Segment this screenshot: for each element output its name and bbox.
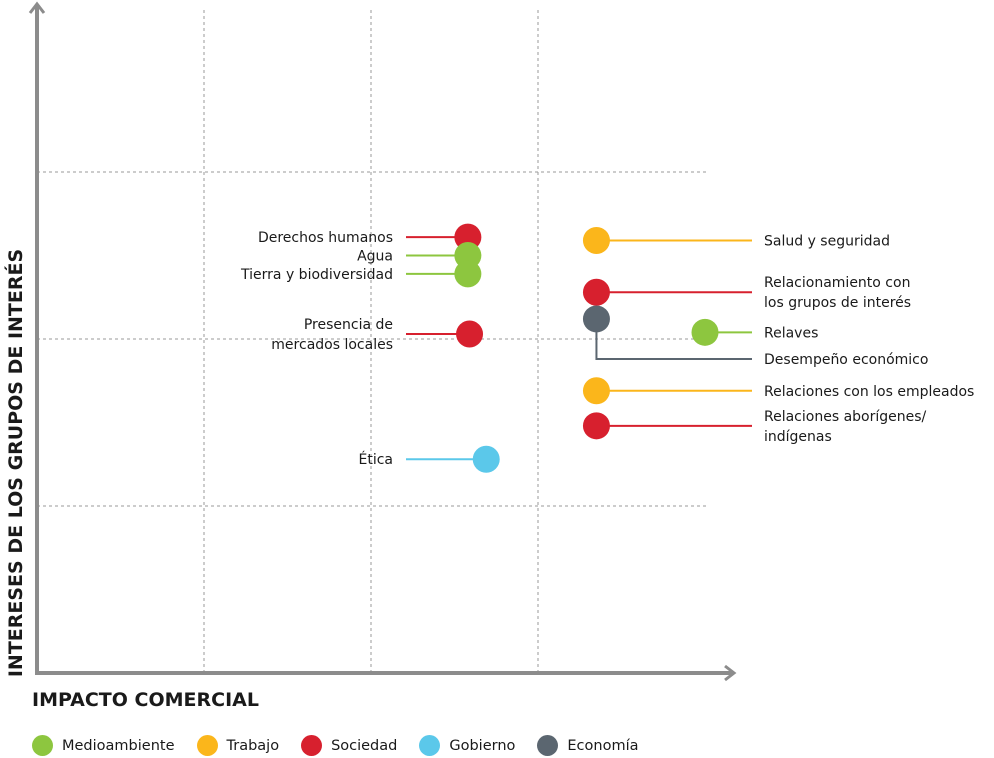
data-label: Derechos humanos: [258, 230, 393, 246]
legend-item-sociedad: Sociedad: [301, 735, 397, 756]
data-label: Desempeño económico: [764, 352, 928, 368]
legend-swatch: [301, 735, 323, 756]
legend-item-trabajo: Trabajo: [196, 735, 280, 756]
y-axis-title: INTERESES DE LOS GRUPOS DE INTERÉS: [4, 249, 27, 677]
data-label: Relaves: [764, 325, 818, 341]
legend-label: Gobierno: [449, 737, 516, 754]
x-axis-title: IMPACTO COMERCIAL: [32, 689, 259, 711]
legend-item-economia: Economía: [537, 735, 639, 756]
legend-swatch: [419, 735, 441, 756]
y-axis-arrow: [28, 1, 46, 14]
legend-item-gobierno: Gobierno: [419, 735, 515, 756]
legend-label: Medioambiente: [62, 737, 175, 754]
data-label-line: Relaves: [764, 325, 818, 341]
data-label: Agua: [357, 249, 393, 265]
legend-swatch: [196, 735, 218, 756]
legend-item-medioambiente: Medioambiente: [32, 735, 175, 756]
data-label: Tierra y biodiversidad: [240, 267, 393, 283]
data-label: Ética: [358, 451, 393, 468]
legend: Medioambiente Trabajo Sociedad Gobierno Econ…: [32, 735, 661, 756]
data-label-line: Ética: [358, 451, 393, 468]
axes: [28, 1, 737, 682]
data-point: [454, 260, 482, 288]
data-label: Salud y seguridad: [764, 233, 890, 249]
data-label-line: mercados locales: [271, 337, 393, 353]
data-label-line: Relaciones aborígenes/: [764, 409, 927, 425]
legend-label: Sociedad: [331, 737, 398, 754]
data-label: Presencia de mercados locales: [271, 317, 393, 353]
data-point: [582, 412, 610, 440]
data-point: [582, 377, 610, 405]
data-label: Relacionamiento con los grupos de interés: [764, 275, 911, 311]
legend-label: Trabajo: [226, 737, 280, 754]
data-label-line: Relaciones con los empleados: [764, 384, 974, 400]
data-label: Relaciones aborígenes/indígenas: [764, 409, 927, 445]
x-axis-arrow: [724, 664, 737, 682]
legend-swatch: [537, 735, 559, 756]
data-label-line: Desempeño económico: [764, 352, 928, 368]
data-point: [691, 318, 719, 346]
data-label: Relaciones con los empleados: [764, 384, 974, 400]
data-label-line: indígenas: [764, 429, 832, 445]
data-label-line: los grupos de interés: [764, 295, 911, 311]
data-label-line: Salud y seguridad: [764, 233, 890, 249]
data-label-line: Derechos humanos: [258, 230, 393, 246]
data-point: [472, 445, 500, 473]
data-label-line: Tierra y biodiversidad: [240, 267, 393, 283]
data-label-line: Presencia de: [304, 317, 393, 333]
legend-swatch: [32, 735, 53, 756]
data-point: [582, 305, 610, 333]
data-points: [454, 223, 719, 473]
data-point: [582, 278, 610, 306]
data-label-line: Agua: [357, 249, 393, 265]
data-point: [456, 320, 484, 348]
data-label-line: Relacionamiento con: [764, 275, 910, 291]
legend-label: Economía: [567, 737, 639, 754]
data-point: [582, 226, 610, 254]
